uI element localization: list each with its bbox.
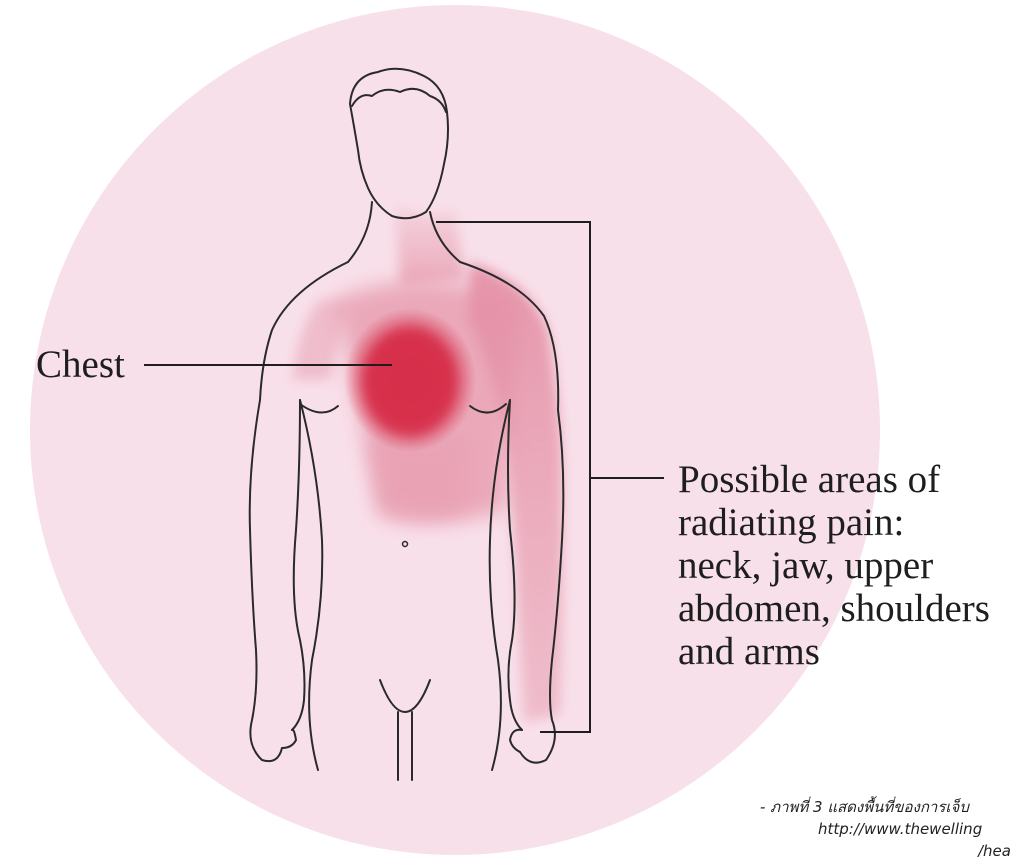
radiating-label-line-2: radiating pain: [678,501,990,544]
radiating-label-line-1: Possible areas of [678,458,990,501]
radiating-label-line-3: neck, jaw, upper [678,544,990,587]
radiating-pain-label: Possible areas of radiating pain: neck, … [678,458,990,673]
caption-line-1: - ภาพที่ 3 แสดงพื้นที่ของการเจ็บ [760,796,1011,818]
chest-label: Chest [36,343,125,386]
caption-line-2: http://www.thewelling [760,818,1011,840]
radiating-label-line-5: and arms [678,630,990,673]
caption-line-3: /hea [760,840,1011,857]
radiating-label-line-4: abdomen, shoulders [678,587,990,630]
upper-abdomen-zone [370,440,470,521]
figure-caption: - ภาพที่ 3 แสดงพื้นที่ของการเจ็บ http://… [760,796,1011,857]
chest-pain-core [364,328,456,436]
neck-jaw-zone [395,205,465,285]
